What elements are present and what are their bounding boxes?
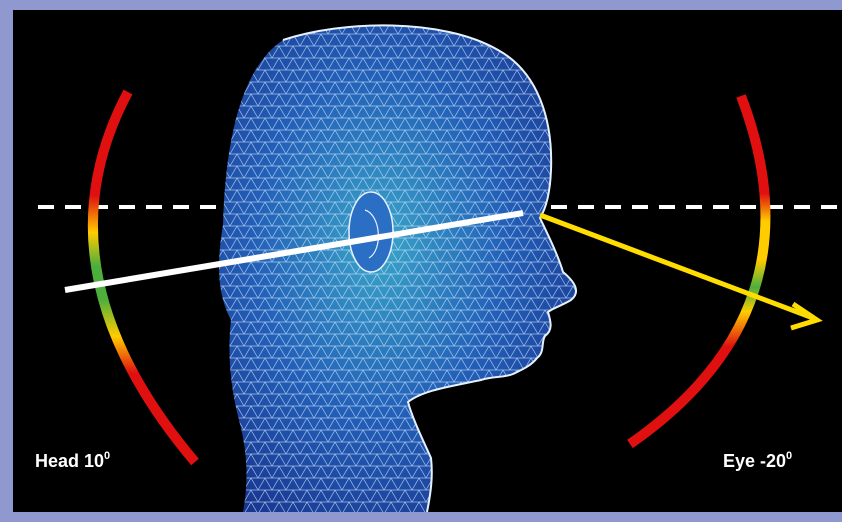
eye-gaze-arrow <box>540 215 817 328</box>
diagram-canvas: Head 100 Eye -200 <box>13 10 842 512</box>
head-angle-degree: 0 <box>104 450 110 462</box>
eye-angle-label: Eye -200 <box>723 447 792 471</box>
eye-angle-gauge <box>630 96 765 444</box>
ear-icon <box>349 192 393 272</box>
head-angle-text: Head 10 <box>35 451 104 471</box>
eye-angle-text: Eye -20 <box>723 451 786 471</box>
diagram-svg <box>13 10 842 512</box>
head-angle-label: Head 100 <box>35 447 110 471</box>
eye-angle-degree: 0 <box>786 450 792 462</box>
wireframe-head-icon <box>203 10 593 512</box>
